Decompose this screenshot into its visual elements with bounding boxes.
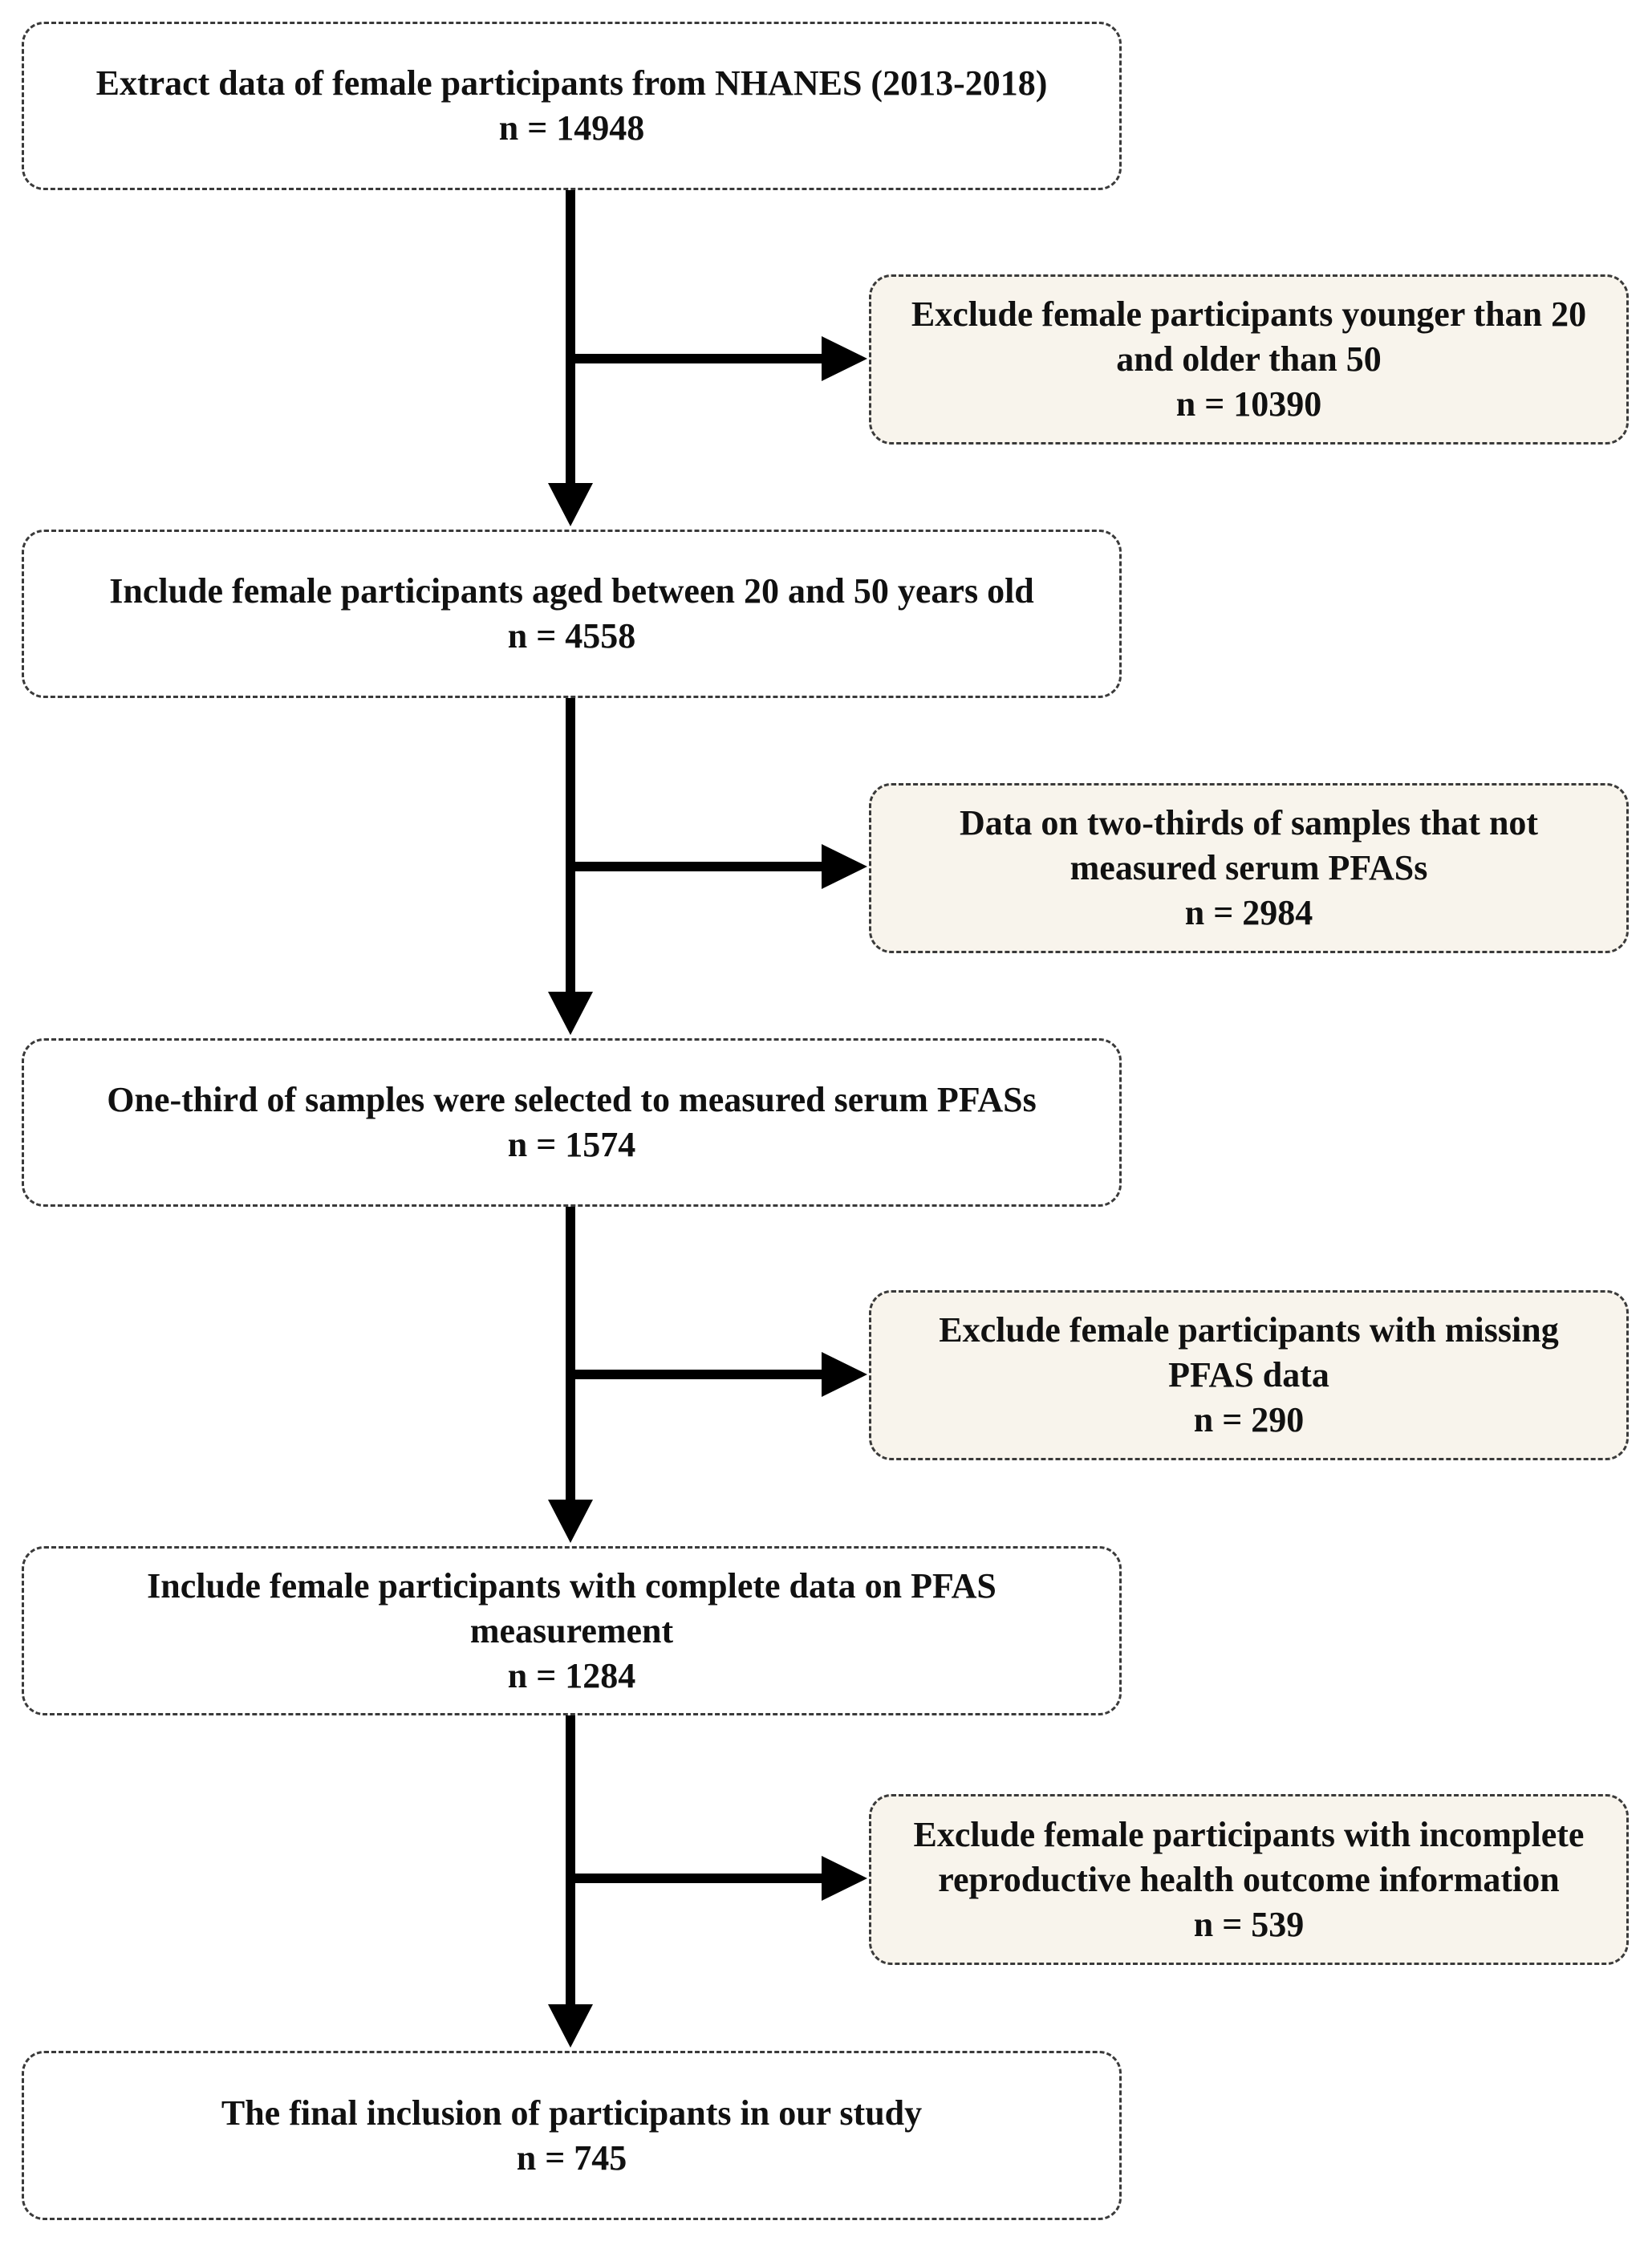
arrowhead-exclusion-2 (822, 844, 867, 889)
exclusion-box-2: Data on two-thirds of samples that not m… (869, 783, 1629, 953)
step-box-3: One-third of samples were selected to me… (22, 1038, 1122, 1207)
step-4-count: n = 1284 (507, 1655, 636, 1695)
exclusion-box-1: Exclude female participants younger than… (869, 274, 1629, 445)
exclusion-2-line-2: measured serum PFASs (1070, 848, 1428, 887)
step-2-count: n = 4558 (507, 616, 636, 656)
arrowhead-step2 (548, 483, 593, 526)
step-box-4: Include female participants with complet… (22, 1546, 1122, 1715)
exclusion-1-line-2: and older than 50 (1116, 339, 1382, 379)
exclusion-2-count: n = 2984 (1184, 893, 1313, 932)
arrowhead-exclusion-3 (822, 1352, 867, 1397)
step-1-count: n = 14948 (498, 108, 645, 148)
step-box-5: The final inclusion of participants in o… (22, 2051, 1122, 2220)
arrowhead-step3 (548, 992, 593, 1035)
exclusion-3-line-2: PFAS data (1168, 1355, 1329, 1394)
exclusion-4-line-2: reproductive health outcome information (938, 1859, 1560, 1899)
exclusion-2-line-1: Data on two-thirds of samples that not (959, 803, 1539, 842)
step-4-line-2: measurement (469, 1610, 674, 1650)
exclusion-box-4: Exclude female participants with incompl… (869, 1794, 1629, 1965)
step-3-count: n = 1574 (507, 1125, 636, 1164)
step-3-line-1: One-third of samples were selected to me… (107, 1080, 1037, 1119)
step-2-line-1: Include female participants aged between… (109, 571, 1034, 611)
arrowhead-exclusion-4 (822, 1856, 867, 1901)
arrowhead-step5 (548, 2004, 593, 2048)
exclusion-3-count: n = 290 (1193, 1400, 1305, 1439)
step-1-line-1: Extract data of female participants from… (95, 63, 1048, 103)
step-4-line-1: Include female participants with complet… (147, 1565, 996, 1606)
exclusion-box-3: Exclude female participants with missing… (869, 1290, 1629, 1460)
arrowhead-exclusion-1 (822, 336, 867, 381)
exclusion-4-line-1: Exclude female participants with incompl… (913, 1814, 1585, 1854)
step-5-line-1: The final inclusion of participants in o… (221, 2093, 923, 2133)
step-5-count: n = 745 (516, 2137, 627, 2178)
arrowhead-step4 (548, 1500, 593, 1543)
exclusion-3-line-1: Exclude female participants with missing (939, 1310, 1559, 1350)
exclusion-4-count: n = 539 (1193, 1904, 1305, 1944)
step-box-2: Include female participants aged between… (22, 530, 1122, 698)
exclusion-1-count: n = 10390 (1175, 384, 1322, 424)
exclusion-1-line-1: Exclude female participants younger than… (911, 294, 1587, 334)
step-box-1: Extract data of female participants from… (22, 22, 1122, 190)
